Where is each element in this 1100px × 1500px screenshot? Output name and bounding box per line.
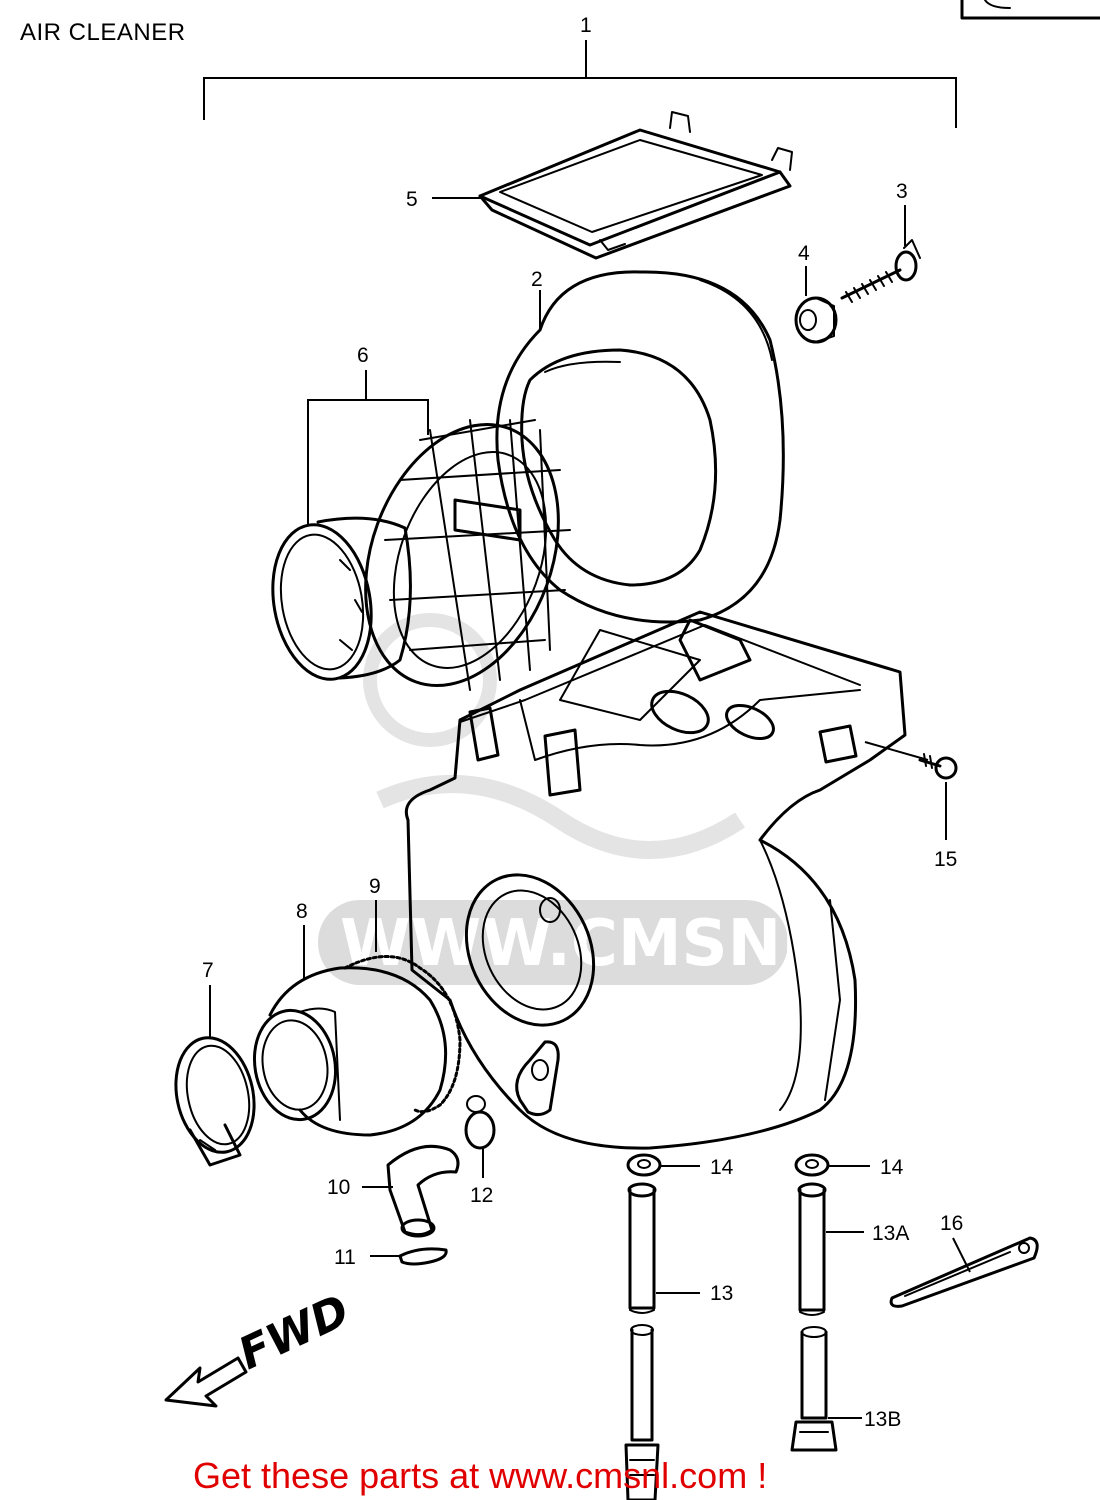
part-4-nut [794, 296, 838, 344]
part-12-cap [464, 1095, 496, 1150]
part-13b-tube [790, 1326, 838, 1452]
part-13a-tube [797, 1182, 827, 1316]
part-8-intake-boot [252, 966, 448, 1137]
label-5: 5 [406, 188, 418, 211]
diagram-title: AIR CLEANER [20, 19, 186, 46]
part-6-cap [271, 516, 412, 681]
label-4: 4 [798, 242, 810, 265]
label-16: 16 [940, 1212, 963, 1235]
part-10-hose [386, 1144, 460, 1238]
part-3-screw [840, 239, 921, 303]
label-3: 3 [896, 180, 908, 203]
label-6: 6 [357, 344, 369, 367]
part-13-lower-tube [624, 1324, 660, 1500]
label-10: 10 [327, 1176, 350, 1199]
fwd-label: FWD [231, 1285, 357, 1380]
label-8: 8 [296, 900, 308, 923]
bracket-1 [203, 40, 957, 128]
air-cleaner-case [404, 610, 907, 1150]
label-2: 2 [531, 268, 543, 291]
label-14-right: 14 [880, 1156, 904, 1179]
bracket-6 [307, 370, 429, 525]
part-15-screw [918, 753, 958, 780]
label-11: 11 [334, 1246, 356, 1269]
footer-parts-link[interactable]: Get these parts at www.cmsnl.com ! [193, 1455, 767, 1496]
label-1: 1 [580, 14, 592, 37]
label-9: 9 [369, 875, 381, 898]
label-12: 12 [470, 1184, 493, 1207]
label-13: 13 [710, 1282, 733, 1305]
part-16-strap [889, 1236, 1039, 1308]
part-5-plate [478, 111, 793, 260]
watermark-text: WWW.CMSNL.COM [340, 907, 1011, 981]
part-7-clamp [174, 1036, 256, 1167]
label-13a: 13A [872, 1222, 909, 1245]
label-15: 15 [934, 848, 957, 871]
watermark: WWW.CMSNL.COM [318, 613, 1011, 985]
part-14-washer-right [794, 1153, 830, 1177]
part-9-ring [343, 955, 462, 1114]
forward-direction-arrow: FWD [164, 1285, 357, 1408]
part-13-tube [627, 1182, 657, 1314]
corner-frame [960, 0, 1100, 20]
part-6-filter-cage [364, 419, 571, 691]
part-14-washer-left [626, 1153, 662, 1177]
label-7: 7 [202, 959, 214, 982]
label-14-left: 14 [710, 1156, 734, 1179]
part-11-clip [398, 1247, 448, 1266]
label-13b: 13B [864, 1408, 901, 1431]
